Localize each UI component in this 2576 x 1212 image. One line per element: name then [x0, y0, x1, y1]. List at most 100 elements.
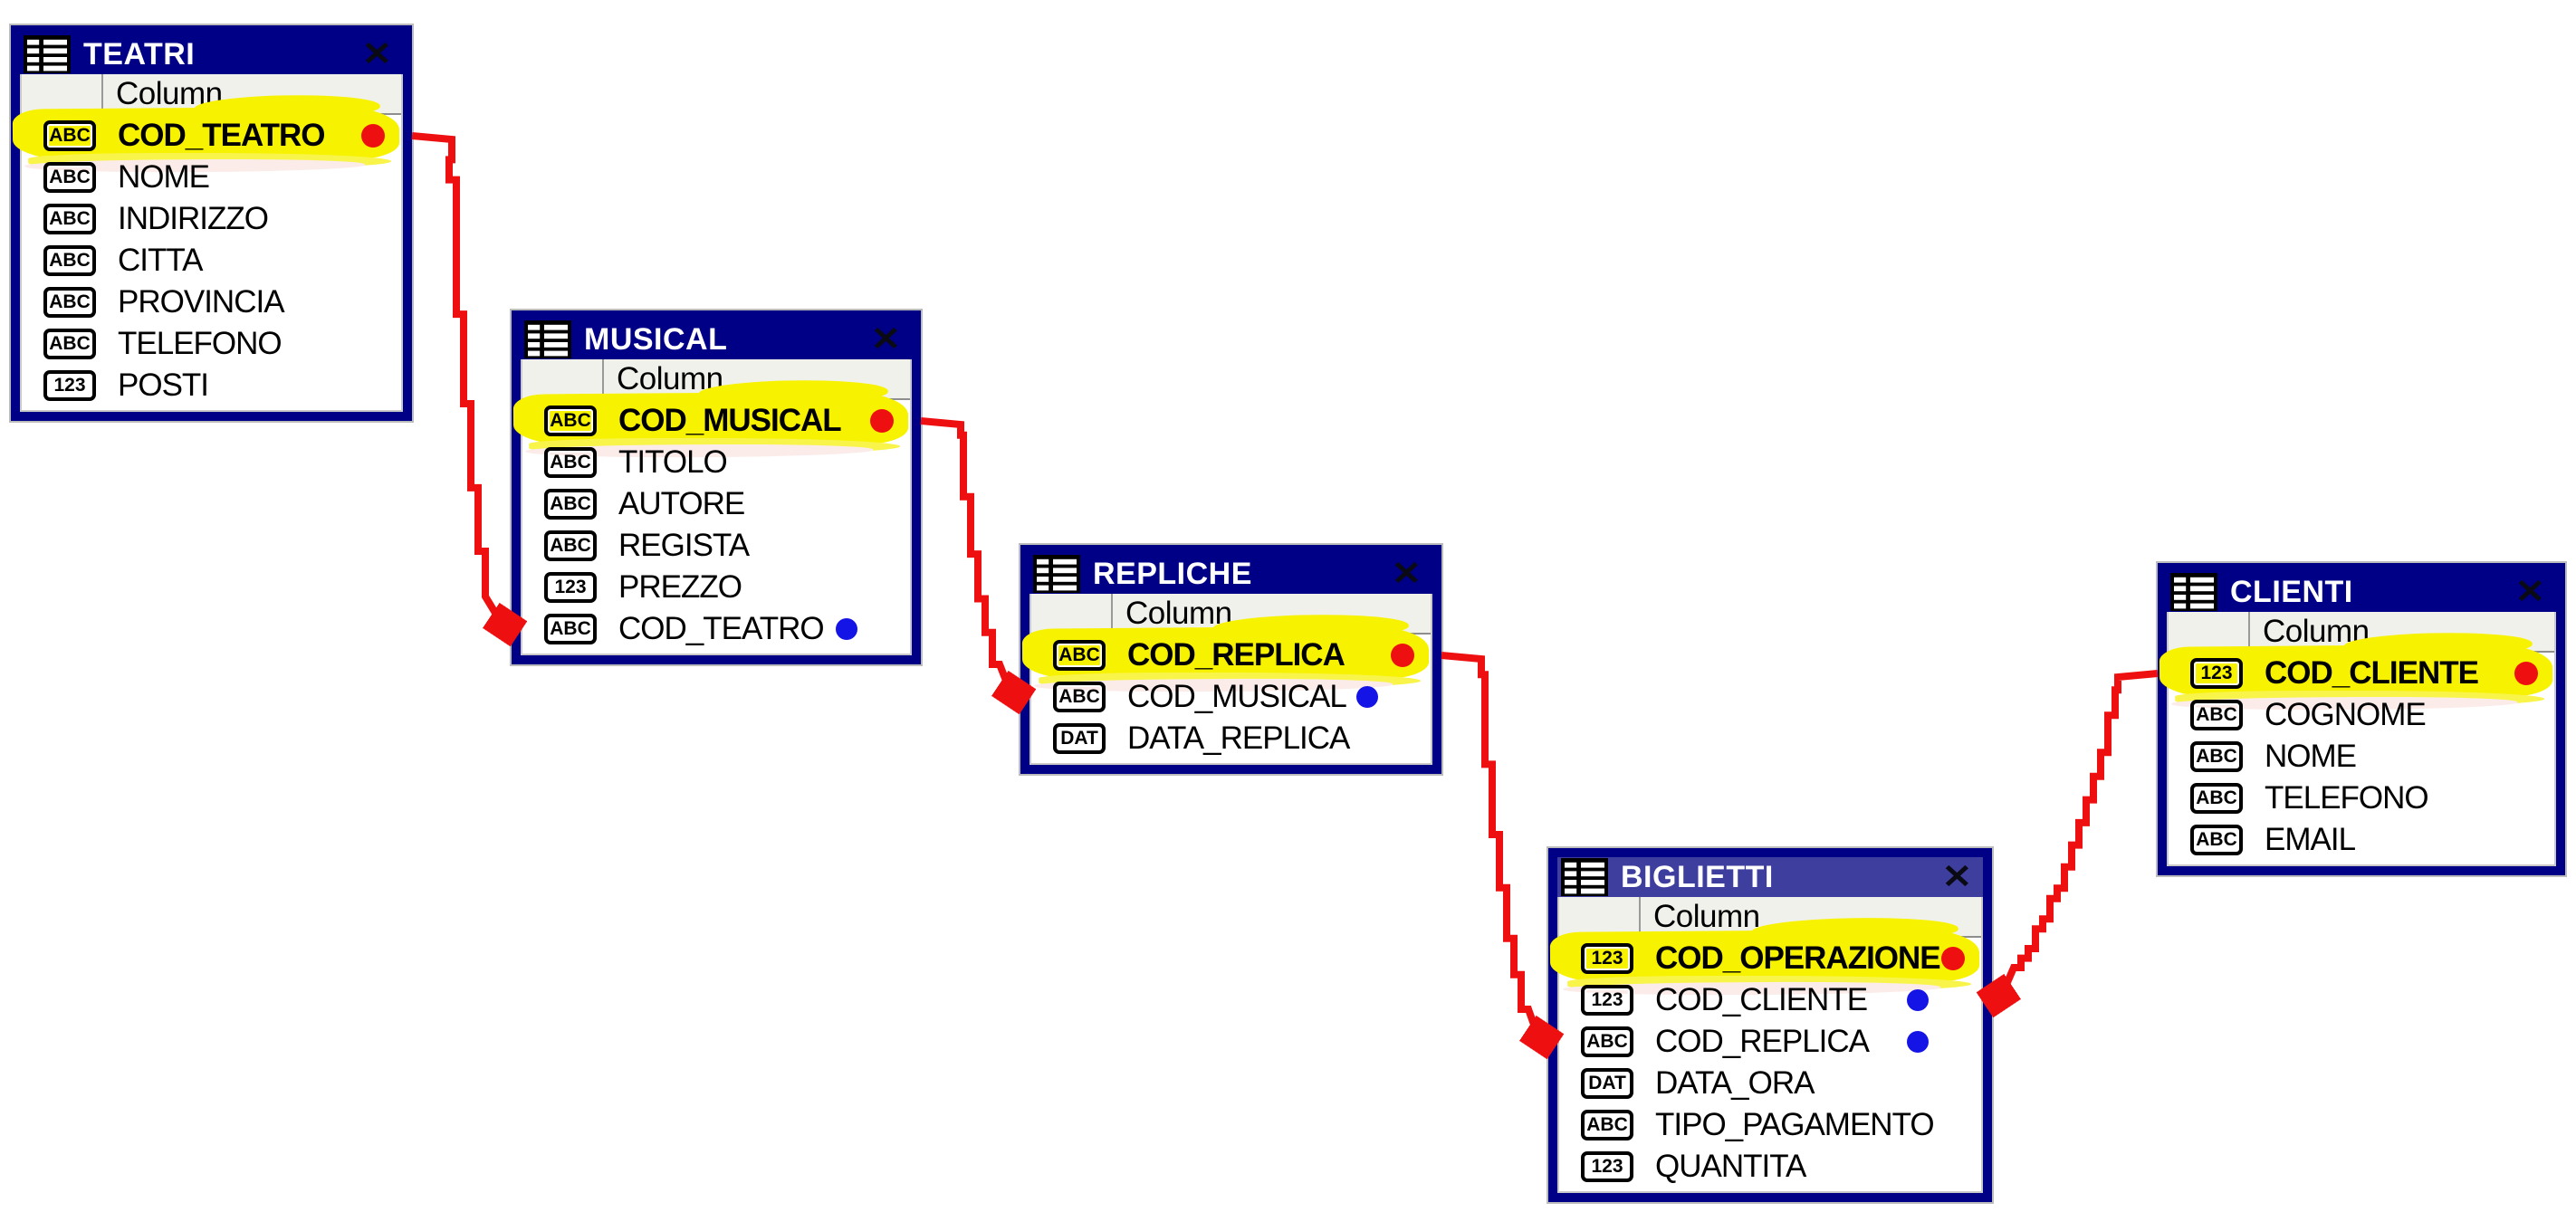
table-grid-icon — [1033, 554, 1082, 594]
close-icon[interactable]: ✕ — [361, 35, 392, 73]
type-123-icon: 123 — [1581, 985, 1633, 1016]
column-name: NOME — [118, 159, 210, 195]
column-row-cod_replica[interactable]: ABC COD_REPLICA — [1021, 625, 1431, 690]
column-row-nome[interactable]: ABC NOME — [2169, 736, 2554, 778]
column-name: DATA_ORA — [1655, 1065, 1815, 1101]
column-row-data_replica[interactable]: DAT DATA_REPLICA — [1031, 718, 1431, 759]
type-123-icon: 123 — [2190, 658, 2243, 689]
table-window-titlebar[interactable]: MUSICAL ✕ — [521, 320, 912, 359]
close-icon[interactable]: ✕ — [870, 320, 901, 358]
foreign-key-dot — [1356, 686, 1378, 708]
column-row-regista[interactable]: ABC REGISTA — [522, 525, 910, 567]
type-dat-icon: DAT — [1053, 723, 1106, 754]
column-row-cod_musical[interactable]: ABC COD_MUSICAL — [512, 391, 910, 455]
primary-key-dot — [870, 409, 894, 433]
column-row-cod_musical[interactable]: ABC COD_MUSICAL — [1031, 676, 1431, 718]
relation-line-repliche-biglietti — [1441, 652, 1548, 1042]
table-window-titlebar[interactable]: CLIENTI✕ — [2167, 572, 2556, 612]
column-name: COD_REPLICA — [1127, 637, 1345, 673]
table-window-titlebar[interactable]: TEATRI ✕ — [20, 34, 403, 74]
type-abc-icon: ABC — [544, 530, 597, 561]
primary-key-dot — [2514, 662, 2538, 685]
column-name: AUTORE — [618, 486, 745, 521]
type-abc-icon: ABC — [1053, 682, 1106, 712]
close-icon[interactable]: ✕ — [1941, 858, 1972, 896]
type-abc-icon: ABC — [43, 245, 96, 276]
close-icon[interactable]: ✕ — [2514, 573, 2545, 611]
table-grid-icon — [24, 34, 72, 74]
column-name: COD_CLIENTE — [1655, 982, 1868, 1017]
relation-line-teatri-musical — [411, 132, 512, 629]
column-rows: ABC COD_REPLICA ABC COD_MUSICAL DAT DATA_REPL… — [1021, 625, 1431, 763]
column-name: COD_MUSICAL — [618, 403, 842, 438]
table-title: TEATRI — [83, 36, 196, 72]
type-abc-icon: ABC — [43, 287, 96, 318]
table-title: MUSICAL — [584, 321, 728, 357]
table-grid-icon — [2170, 572, 2219, 612]
column-name: COD_REPLICA — [1655, 1024, 1870, 1059]
foreign-key-dot — [836, 618, 857, 640]
column-name: NOME — [2265, 739, 2357, 774]
grid-header-icon-cell — [1559, 897, 1641, 936]
grid-header-icon-cell — [1031, 594, 1113, 633]
column-name: PREZZO — [618, 569, 742, 605]
close-icon[interactable]: ✕ — [1391, 555, 1422, 593]
type-abc-icon: ABC — [43, 329, 96, 359]
relation-line-musical-repliche — [920, 417, 1020, 697]
column-name: DATA_REPLICA — [1127, 721, 1350, 756]
foreign-key-dot — [1907, 989, 1929, 1011]
type-abc-icon: ABC — [2190, 741, 2243, 772]
table-window-titlebar[interactable]: REPLICHE✕ — [1029, 554, 1432, 594]
primary-key-dot — [1941, 947, 1965, 970]
type-abc-icon: ABC — [1053, 640, 1106, 671]
column-row-citta[interactable]: ABC CITTA — [22, 240, 401, 282]
primary-key-dot — [361, 124, 385, 148]
grid-header-icon-cell — [522, 359, 604, 398]
type-abc-icon: ABC — [544, 406, 597, 436]
column-name: CITTA — [118, 243, 204, 278]
primary-key-dot — [1391, 644, 1414, 667]
column-name: TITOLO — [618, 444, 728, 480]
foreign-key-dot — [1907, 1031, 1929, 1053]
grid-header-icon-cell — [2169, 612, 2250, 651]
column-name: COD_MUSICAL — [1127, 679, 1347, 714]
column-name: REGISTA — [618, 528, 750, 563]
column-row-data_ora[interactable]: DAT DATA_ORA — [1559, 1063, 1981, 1104]
type-123-icon: 123 — [1581, 1151, 1633, 1182]
table-window-titlebar[interactable]: BIGLIETTI✕ — [1557, 857, 1983, 897]
table-grid-icon — [524, 320, 573, 359]
type-dat-icon: DAT — [1581, 1068, 1633, 1099]
type-abc-icon: ABC — [544, 447, 597, 478]
grid-header-icon-cell — [22, 74, 103, 113]
column-name: POSTI — [118, 367, 209, 403]
column-name: COD_TEATRO — [118, 118, 326, 153]
type-abc-icon: ABC — [2190, 700, 2243, 730]
type-abc-icon: ABC — [544, 614, 597, 644]
